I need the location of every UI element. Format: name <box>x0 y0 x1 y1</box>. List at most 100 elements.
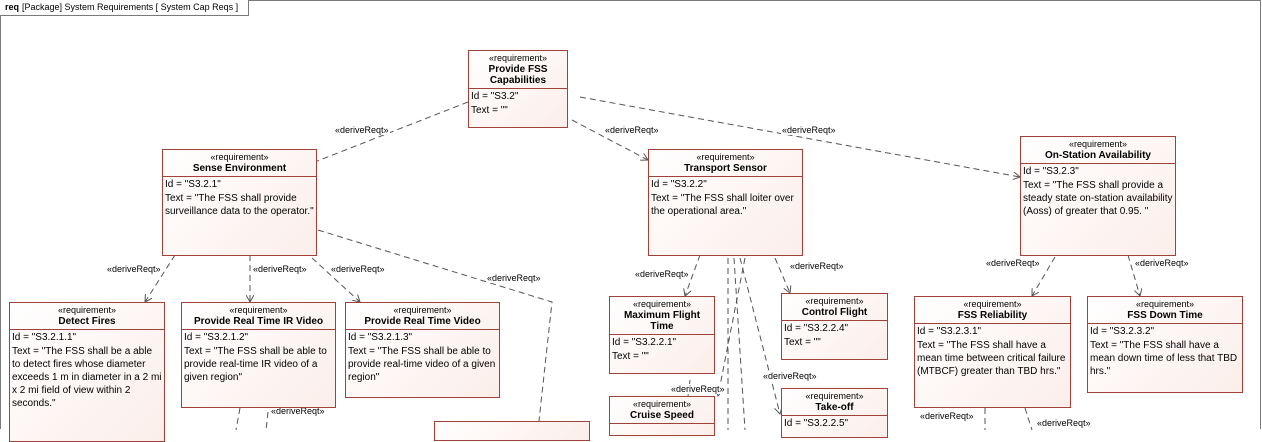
derive-link-irvideo-down-a[interactable] <box>235 407 241 430</box>
derive-link-transport-control[interactable] <box>774 257 790 293</box>
derive-label-reliability-down-a: «deriveReqt» <box>919 411 975 421</box>
requirement-header: «requirement» Maximum Flight Time <box>610 297 714 335</box>
derive-label-sense-down: «deriveReqt» <box>486 273 542 283</box>
requirement-text: Text = "" <box>612 351 649 362</box>
frame-kind: req <box>5 2 20 12</box>
requirement-name: Take-off <box>815 402 854 413</box>
requirement-id: Id = "S3.2.3.1" <box>917 326 982 337</box>
requirement-transport-sensor[interactable]: «requirement» Transport Sensor Id = "S3.… <box>648 149 803 256</box>
derive-link-sense-down[interactable] <box>317 229 553 430</box>
stereotype-label: «requirement» <box>696 152 755 162</box>
requirement-name: Provide Real Time Video <box>364 316 481 327</box>
stereotype-label: «requirement» <box>632 399 692 409</box>
derive-label-transport-control: «deriveReqt» <box>789 261 845 271</box>
derive-link-reliability-down-b[interactable] <box>1024 407 1033 430</box>
relationship-lines <box>0 96 1262 430</box>
derive-label-sense-rtvideo: «deriveReqt» <box>330 264 386 274</box>
derive-label-root-onstation: «deriveReqt» <box>781 125 837 135</box>
derive-link-transport-cruise-c[interactable] <box>718 257 746 396</box>
requirement-header: «requirement» On-Station Availability <box>1021 137 1175 164</box>
requirement-id: Id = "S3.2.2.1" <box>612 337 677 348</box>
requirement-id: Id = "S3.2" <box>471 91 519 102</box>
diagram-frame <box>0 0 1261 429</box>
requirement-id: Id = "S3.2.2.5" <box>784 418 849 429</box>
requirement-text: Text = "The FSS shall be a able to detec… <box>12 346 162 409</box>
requirement-header: «requirement» Detect Fires <box>10 303 164 330</box>
stereotype-label: «requirement» <box>57 305 117 315</box>
frame-title: [Package] System Requirements [ System C… <box>22 2 239 12</box>
derive-label-sense-irvideo: «deriveReqt» <box>252 264 308 274</box>
requirement-on-station-availability[interactable]: «requirement» On-Station Availability Id… <box>1020 136 1176 256</box>
requirement-header: «requirement» FSS Reliability <box>915 297 1070 324</box>
requirement-id: Id = "S3.2.2.4" <box>784 323 849 334</box>
stereotype-label: «requirement» <box>963 299 1022 309</box>
stereotype-label: «requirement» <box>632 299 692 309</box>
stereotype-label: «requirement» <box>1135 299 1195 309</box>
requirement-header: «requirement» Provide Real Time IR Video <box>182 303 335 330</box>
requirement-provide-real-time-ir-video[interactable]: «requirement» Provide Real Time IR Video… <box>181 302 336 408</box>
derive-label-onstation-downtime: «deriveReqt» <box>1134 258 1190 268</box>
requirement-header: «requirement» Provide FSS Capabilities <box>469 51 567 89</box>
requirement-text: Text = "The FSS shall be able to provide… <box>184 346 327 383</box>
requirement-name: Maximum Flight Time <box>623 310 701 332</box>
requirement-name: Provide Real Time IR Video <box>193 316 324 327</box>
derive-link-transport-cruise-b[interactable] <box>733 257 746 430</box>
requirement-name: FSS Down Time <box>1127 310 1203 321</box>
requirement-text: Text = "The FSS shall have a mean down t… <box>1090 340 1238 377</box>
requirement-maximum-flight-time[interactable]: «requirement» Maximum Flight Time Id = "… <box>609 296 715 374</box>
requirement-name: FSS Reliability <box>957 310 1028 321</box>
derive-link-sense-detect[interactable] <box>145 254 176 302</box>
derive-label-root-sense: «deriveReqt» <box>334 125 390 135</box>
requirement-provide-fss-capabilities[interactable]: «requirement» Provide FSS Capabilities I… <box>468 50 568 128</box>
requirement-header: «requirement» Sense Environment <box>163 150 316 177</box>
requirement-name: On-Station Availability <box>1045 150 1151 161</box>
derive-label-transport-cruise: «deriveReqt» <box>670 384 726 394</box>
requirement-text: Text = "The FSS shall provide a steady s… <box>1023 180 1173 217</box>
derive-label-onstation-reliability: «deriveReqt» <box>985 258 1041 268</box>
requirement-id: Id = "S3.2.1.3" <box>348 332 413 343</box>
requirement-detect-fires[interactable]: «requirement» Detect Fires Id = "S3.2.1.… <box>9 302 165 442</box>
requirement-fss-down-time[interactable]: «requirement» FSS Down Time Id = "S3.2.3… <box>1087 296 1243 393</box>
requirement-name: Detect Fires <box>58 316 116 327</box>
requirement-id: Id = "S3.2.3.2" <box>1090 326 1155 337</box>
requirement-take-off[interactable]: «requirement» Take-off Id = "S3.2.2.5" <box>781 388 888 438</box>
derive-label-reliability-down-b: «deriveReqt» <box>1036 418 1092 428</box>
diagram-frame-title[interactable]: req[Package] System Requirements [ Syste… <box>0 0 250 16</box>
requirement-name: Sense Environment <box>192 163 287 174</box>
requirement-partial-bottom[interactable] <box>434 421 590 441</box>
derive-label-root-transport: «deriveReqt» <box>604 125 660 135</box>
derive-link-onstation-reliability[interactable] <box>1032 256 1056 296</box>
derive-label-sense-detect: «deriveReqt» <box>106 264 162 274</box>
requirement-header: «requirement» FSS Down Time <box>1088 297 1242 324</box>
stereotype-label: «requirement» <box>1068 139 1128 149</box>
derive-link-root-transport[interactable] <box>571 119 648 160</box>
requirement-fss-reliability[interactable]: «requirement» FSS Reliability Id = "S3.2… <box>914 296 1071 408</box>
derive-link-transport-maxflight[interactable] <box>685 254 701 296</box>
derive-link-onstation-downtime[interactable] <box>1127 254 1140 296</box>
requirement-id: Id = "S3.2.1.1" <box>12 332 77 343</box>
requirement-provide-real-time-video[interactable]: «requirement» Provide Real Time Video Id… <box>345 302 500 398</box>
requirement-header: «requirement» Take-off <box>782 389 887 416</box>
requirement-id: Id = "S3.2.2" <box>651 179 707 190</box>
requirement-id: Id = "S3.2.3" <box>1023 166 1079 177</box>
derive-link-irvideo-down-b[interactable] <box>265 411 269 430</box>
requirement-header: «requirement» Cruise Speed <box>610 397 714 424</box>
requirement-text: Text = "The FSS shall provide surveillan… <box>165 193 314 217</box>
requirement-text: Text = "" <box>784 337 821 348</box>
derive-label-irvideo-down: «deriveReqt» <box>270 406 326 416</box>
stereotype-label: «requirement» <box>488 53 548 63</box>
stereotype-label: «requirement» <box>805 296 864 306</box>
derive-link-root-onstation[interactable] <box>579 96 1020 177</box>
requirement-header: «requirement» Transport Sensor <box>649 150 802 177</box>
requirement-name: Cruise Speed <box>630 410 694 421</box>
derive-link-transport-takeoff[interactable] <box>739 257 780 414</box>
requirement-header: «requirement» Provide Real Time Video <box>346 303 499 330</box>
requirement-id: Id = "S3.2.1.2" <box>184 332 249 343</box>
requirement-name: Control Flight <box>801 307 868 318</box>
requirement-cruise-speed[interactable]: «requirement» Cruise Speed <box>609 396 715 436</box>
stereotype-label: «requirement» <box>210 152 269 162</box>
requirement-sense-environment[interactable]: «requirement» Sense Environment Id = "S3… <box>162 149 317 256</box>
derive-link-sense-rtvideo[interactable] <box>311 257 360 302</box>
stereotype-label: «requirement» <box>229 305 288 315</box>
requirement-control-flight[interactable]: «requirement» Control Flight Id = "S3.2.… <box>781 293 888 360</box>
